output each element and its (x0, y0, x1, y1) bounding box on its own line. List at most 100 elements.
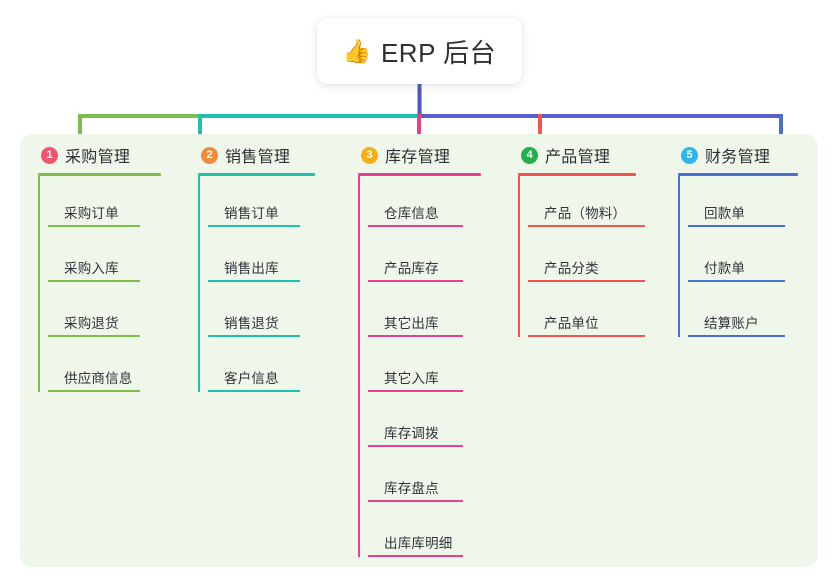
branch-spine-4 (518, 176, 520, 337)
leaf-label: 其它入库 (384, 371, 439, 386)
leaf-item[interactable]: 产品（物料） (528, 176, 660, 231)
branch-rule-2 (198, 173, 315, 176)
leaf-label: 客户信息 (224, 371, 279, 386)
leaf-item[interactable]: 客户信息 (208, 341, 340, 396)
branch-spine-3 (358, 176, 360, 557)
diagram-panel (20, 134, 818, 567)
leaf-item[interactable]: 库存调拨 (368, 396, 500, 451)
branch-column-2[interactable]: 2 销售管理 销售订单 销售出库 销售退货 客户信息 (180, 134, 340, 567)
leaf-rule (48, 280, 140, 282)
leaf-item[interactable]: 供应商信息 (48, 341, 180, 396)
leaf-rule (368, 280, 463, 282)
branch-header-3[interactable]: 3 库存管理 (358, 142, 500, 168)
leaf-label: 库存盘点 (384, 481, 439, 496)
leaf-label: 销售出库 (224, 261, 279, 276)
leaf-label: 产品（物料） (544, 206, 627, 221)
leaf-label: 供应商信息 (64, 371, 133, 386)
thumbs-up-icon: 👍 (342, 37, 372, 64)
leaf-item[interactable]: 产品单位 (528, 286, 660, 341)
leaf-item[interactable]: 其它入库 (368, 341, 500, 396)
branch-badge-1: 1 (41, 146, 58, 164)
root-node-title: 👍 ERP 后台 (343, 33, 496, 70)
leaf-label: 产品库存 (384, 261, 439, 276)
leaf-item[interactable]: 销售订单 (208, 176, 340, 231)
branch-spine-2 (198, 176, 200, 392)
leaf-label: 销售退货 (224, 316, 279, 331)
leaf-rule (368, 445, 463, 447)
leaf-item[interactable]: 付款单 (688, 231, 820, 286)
leaf-rule (688, 225, 785, 227)
leaf-item[interactable]: 产品分类 (528, 231, 660, 286)
branch-items-5: 回款单 付款单 结算账户 (678, 176, 820, 341)
leaf-rule (48, 225, 140, 227)
leaf-item[interactable]: 销售退货 (208, 286, 340, 341)
branch-items-1: 采购订单 采购入库 采购退货 供应商信息 (38, 176, 180, 396)
leaf-label: 采购退货 (64, 316, 119, 331)
leaf-label: 仓库信息 (384, 206, 439, 221)
branch-column-3[interactable]: 3 库存管理 仓库信息 产品库存 其它出库 其它入库 (340, 134, 500, 567)
leaf-rule (208, 335, 300, 337)
leaf-label: 付款单 (704, 261, 746, 276)
leaf-item[interactable]: 产品库存 (368, 231, 500, 286)
branch-column-4[interactable]: 4 产品管理 产品（物料） 产品分类 产品单位 (500, 134, 660, 567)
leaf-rule (368, 500, 463, 502)
branch-column-1[interactable]: 1 采购管理 采购订单 采购入库 采购退货 供应商信 (20, 134, 180, 567)
branch-header-2[interactable]: 2 销售管理 (198, 142, 340, 168)
branch-rule-5 (678, 173, 798, 176)
leaf-item[interactable]: 采购订单 (48, 176, 180, 231)
leaf-label: 产品分类 (544, 261, 599, 276)
leaf-label: 采购入库 (64, 261, 119, 276)
leaf-rule (688, 280, 785, 282)
branch-header-5[interactable]: 5 财务管理 (678, 142, 820, 168)
branch-title-2: 销售管理 (225, 149, 291, 166)
leaf-item[interactable]: 其它出库 (368, 286, 500, 341)
root-title-text: ERP 后台 (380, 37, 497, 68)
leaf-label: 回款单 (704, 206, 746, 221)
leaf-item[interactable]: 库存盘点 (368, 451, 500, 506)
branch-spine-5 (678, 176, 680, 337)
leaf-item[interactable]: 采购入库 (48, 231, 180, 286)
branch-title-4: 产品管理 (545, 149, 611, 166)
branch-badge-4: 4 (521, 146, 538, 164)
branch-rule-4 (518, 173, 636, 176)
branch-title-5: 财务管理 (705, 149, 771, 166)
leaf-item[interactable]: 回款单 (688, 176, 820, 231)
branch-column-5[interactable]: 5 财务管理 回款单 付款单 结算账户 (660, 134, 820, 567)
leaf-rule (208, 390, 300, 392)
branch-spine-1 (38, 176, 40, 392)
leaf-rule (528, 335, 645, 337)
leaf-item[interactable]: 仓库信息 (368, 176, 500, 231)
leaf-label: 库存调拨 (384, 426, 439, 441)
leaf-rule (688, 335, 785, 337)
leaf-rule (528, 280, 645, 282)
leaf-item[interactable]: 出库库明细 (368, 506, 500, 561)
branch-items-4: 产品（物料） 产品分类 产品单位 (518, 176, 660, 341)
leaf-item[interactable]: 采购退货 (48, 286, 180, 341)
branch-header-4[interactable]: 4 产品管理 (518, 142, 660, 168)
root-node-card[interactable]: 👍 ERP 后台 (317, 18, 522, 84)
leaf-label: 销售订单 (224, 206, 279, 221)
leaf-item[interactable]: 结算账户 (688, 286, 820, 341)
branch-badge-3: 3 (361, 146, 378, 164)
leaf-rule (48, 390, 140, 392)
branch-rule-1 (38, 173, 161, 176)
branch-title-1: 采购管理 (65, 149, 131, 166)
leaf-label: 其它出库 (384, 316, 439, 331)
leaf-rule (368, 225, 463, 227)
branch-title-3: 库存管理 (385, 149, 451, 166)
leaf-label: 出库库明细 (384, 536, 453, 551)
branch-badge-2: 2 (201, 146, 218, 164)
leaf-label: 产品单位 (544, 316, 599, 331)
leaf-rule (208, 280, 300, 282)
leaf-rule (368, 335, 463, 337)
branch-badge-5: 5 (681, 146, 698, 164)
branch-items-3: 仓库信息 产品库存 其它出库 其它入库 库存调拨 (358, 176, 500, 561)
branch-items-2: 销售订单 销售出库 销售退货 客户信息 (198, 176, 340, 396)
leaf-rule (528, 225, 645, 227)
leaf-rule (368, 390, 463, 392)
leaf-item[interactable]: 销售出库 (208, 231, 340, 286)
leaf-rule (48, 335, 140, 337)
branch-header-1[interactable]: 1 采购管理 (38, 142, 180, 168)
leaf-label: 结算账户 (704, 316, 759, 331)
